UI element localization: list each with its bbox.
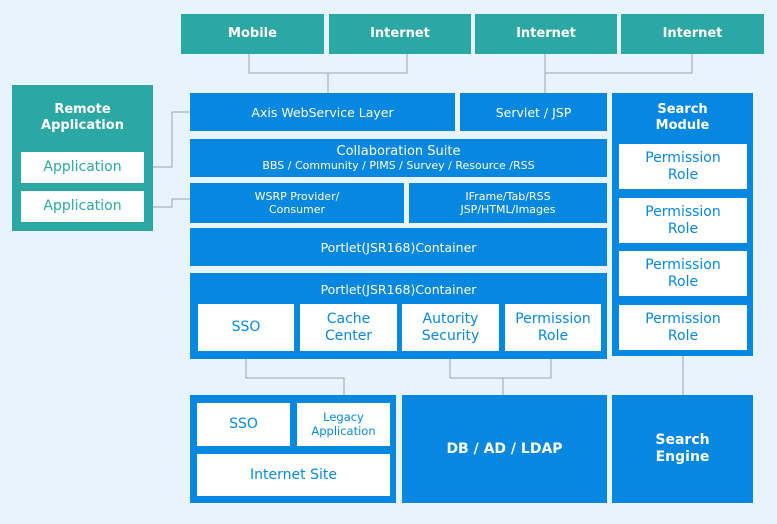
legacy-line1: Legacy bbox=[323, 409, 364, 424]
search-permission-role-2: Permission Role bbox=[619, 198, 747, 243]
search-module-title-line2: Module bbox=[655, 117, 710, 133]
perm-line1: Permission bbox=[515, 310, 591, 327]
internet-label-2: Internet bbox=[516, 26, 576, 42]
search-module-title: Search Module bbox=[656, 102, 710, 133]
iframe-jsp: IFrame/Tab/RSS JSP/HTML/Images bbox=[409, 183, 607, 223]
cache-line2: Center bbox=[324, 327, 373, 344]
remote-app-1: Application bbox=[21, 152, 144, 183]
remote-title-line2: Application bbox=[41, 117, 124, 133]
sm-item-1-line1: Permission bbox=[645, 149, 721, 166]
remote-title-line1: Remote bbox=[54, 102, 111, 117]
auth-line2: Security bbox=[421, 327, 480, 344]
sm-item-3-line1: Permission bbox=[645, 256, 721, 273]
connector-app1-axis bbox=[144, 111, 190, 168]
connector-internet-servlet bbox=[544, 54, 693, 74]
search-engine: Search Engine bbox=[612, 395, 753, 503]
portlet-sso-label: SSO bbox=[231, 319, 261, 336]
auth-line1: Autority bbox=[422, 310, 479, 327]
collaboration-suite: Collaboration Suite BBS / Community / PI… bbox=[190, 139, 607, 177]
sm-item-3-line2: Role bbox=[667, 273, 699, 290]
cache-line1: Cache bbox=[326, 310, 371, 327]
perm-line2: Role bbox=[537, 327, 569, 344]
internet-box-1: Internet bbox=[329, 14, 471, 54]
portlet-2-title: Portlet(JSR168)Container bbox=[320, 282, 477, 297]
collab-sub: BBS / Community / PIMS / Survey / Resour… bbox=[262, 159, 535, 173]
connector-auth-db bbox=[449, 359, 552, 379]
connector-app2-wsrp bbox=[144, 198, 190, 208]
iframe-line2: JSP/HTML/Images bbox=[460, 203, 556, 216]
mobile-label: Mobile bbox=[228, 26, 277, 42]
portlet-sso: SSO bbox=[198, 304, 294, 351]
internet-box-2: Internet bbox=[475, 14, 617, 54]
internet-site-label: Internet Site bbox=[250, 466, 337, 483]
mobile-box: Mobile bbox=[181, 14, 324, 54]
search-engine-line2: Engine bbox=[655, 449, 710, 465]
portlet-1-label: Portlet(JSR168)Container bbox=[320, 239, 477, 255]
internet-label-3: Internet bbox=[662, 26, 723, 42]
portlet-permission-role: Permission Role bbox=[505, 304, 601, 351]
db-label: DB / AD / LDAP bbox=[446, 440, 563, 457]
search-permission-role-4: Permission Role bbox=[619, 305, 747, 350]
sm-item-1-line2: Role bbox=[667, 166, 699, 183]
legacy-application: Legacy Application bbox=[297, 403, 390, 446]
search-permission-role-3: Permission Role bbox=[619, 251, 747, 296]
axis-webservice-layer: Axis WebService Layer bbox=[190, 93, 455, 131]
wsrp-line1: WSRP Provider/ bbox=[254, 189, 340, 203]
connector-mobile-axis bbox=[248, 54, 408, 74]
sm-item-4-line2: Role bbox=[667, 327, 699, 344]
connector-sso-bottom bbox=[245, 359, 345, 395]
collab-title: Collaboration Suite bbox=[336, 143, 461, 159]
bottom-sso-label: SSO bbox=[229, 416, 258, 433]
internet-label-1: Internet bbox=[370, 26, 430, 42]
search-permission-role-1: Permission Role bbox=[619, 144, 747, 189]
servlet-jsp: Servlet / JSP bbox=[460, 93, 607, 131]
internet-site: Internet Site bbox=[197, 454, 390, 496]
wsrp-provider: WSRP Provider/ Consumer bbox=[190, 183, 404, 223]
sm-item-2-line2: Role bbox=[667, 220, 699, 237]
axis-label: Axis WebService Layer bbox=[251, 104, 394, 120]
portlet-container-1: Portlet(JSR168)Container bbox=[190, 228, 607, 266]
sm-item-2-line1: Permission bbox=[645, 203, 721, 220]
search-engine-line1: Search bbox=[655, 432, 710, 449]
autority-security: Autority Security bbox=[402, 304, 499, 351]
remote-title: Remote Application bbox=[41, 102, 124, 133]
sm-item-4-line1: Permission bbox=[645, 310, 721, 327]
remote-app-2: Application bbox=[21, 191, 144, 222]
search-module-title-line1: Search bbox=[657, 102, 708, 117]
db-ad-ldap: DB / AD / LDAP bbox=[402, 395, 607, 503]
wsrp-line2: Consumer bbox=[268, 203, 326, 216]
internet-box-3: Internet bbox=[621, 14, 764, 54]
remote-app-2-label: Application bbox=[43, 198, 122, 215]
legacy-line2: Application bbox=[311, 423, 376, 438]
cache-center: Cache Center bbox=[300, 304, 397, 351]
iframe-line1: IFrame/Tab/RSS bbox=[465, 189, 551, 203]
remote-app-1-label: Application bbox=[43, 159, 122, 176]
bottom-sso: SSO bbox=[197, 403, 290, 446]
servlet-label: Servlet / JSP bbox=[495, 104, 572, 120]
